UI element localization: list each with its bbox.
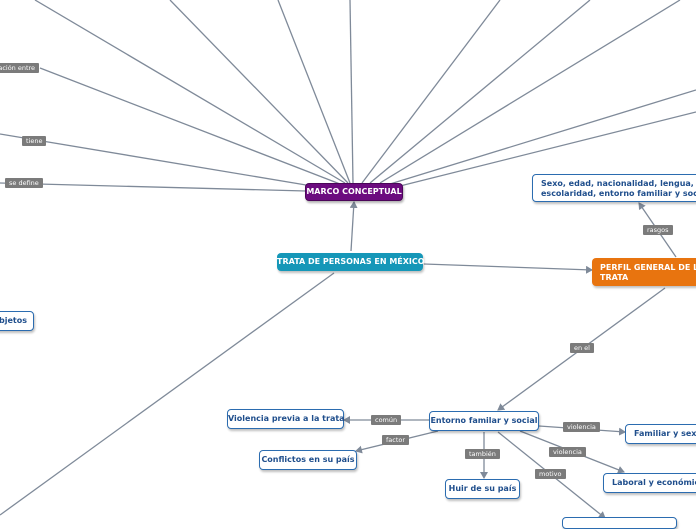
marco-link-5 <box>361 0 501 184</box>
familiar-sexual-node[interactable]: Familiar y sexual <box>625 424 696 444</box>
label-factor: factor <box>382 435 410 445</box>
marco-link-se-define <box>0 182 307 192</box>
label-violencia-1: violencia <box>563 422 600 432</box>
marco-link-2 <box>169 0 349 184</box>
label-tiene: tiene <box>22 136 47 146</box>
rasgos-node[interactable]: Sexo, edad, nacionalidad, lengua, grado … <box>532 174 696 202</box>
label-en-el: en el <box>570 343 594 353</box>
marco-link-relacion <box>39 67 341 185</box>
laboral-economica-node[interactable]: Laboral y económica <box>603 473 696 493</box>
central-topic-node[interactable]: TRATA DE PERSONAS EN MÉXICO <box>277 253 425 271</box>
center-to-perfil <box>423 263 593 274</box>
marco-link-3 <box>277 0 351 184</box>
marco-link-8 <box>389 89 696 185</box>
center-to-marco <box>349 201 358 252</box>
violencia-previa-node[interactable]: Violencia previa a la trata <box>227 409 345 429</box>
label-relacion: relación entre <box>0 63 40 73</box>
bottom-cut-node[interactable] <box>562 517 677 529</box>
entorno-familiar-node[interactable]: Entorno familar y social <box>429 411 539 431</box>
marco-link-9 <box>399 111 696 187</box>
marco-link-tiene <box>0 133 307 186</box>
marco-link-1 <box>34 0 346 184</box>
objetos-node[interactable]: objetos <box>0 311 34 331</box>
label-tambien: también <box>465 449 500 459</box>
label-violencia-2: violencia <box>549 447 586 457</box>
huir-node[interactable]: Huir de su país <box>445 479 520 499</box>
marco-conceptual-node[interactable]: MARCO CONCEPTUAL <box>305 183 403 201</box>
marco-link-4 <box>349 0 354 184</box>
conflictos-node[interactable]: Conflictos en su país <box>259 450 357 470</box>
marco-link-7 <box>379 0 681 184</box>
marco-link-6 <box>369 0 591 184</box>
label-motivo: motivo <box>535 469 566 479</box>
perfil-general-node[interactable]: PERFIL GENERAL DE LAS TRATA <box>592 258 696 286</box>
center-to-bottom-left <box>0 272 335 516</box>
label-comun: común <box>371 415 402 425</box>
label-se-define: se define <box>5 178 43 188</box>
label-rasgos: rasgos <box>643 225 673 235</box>
